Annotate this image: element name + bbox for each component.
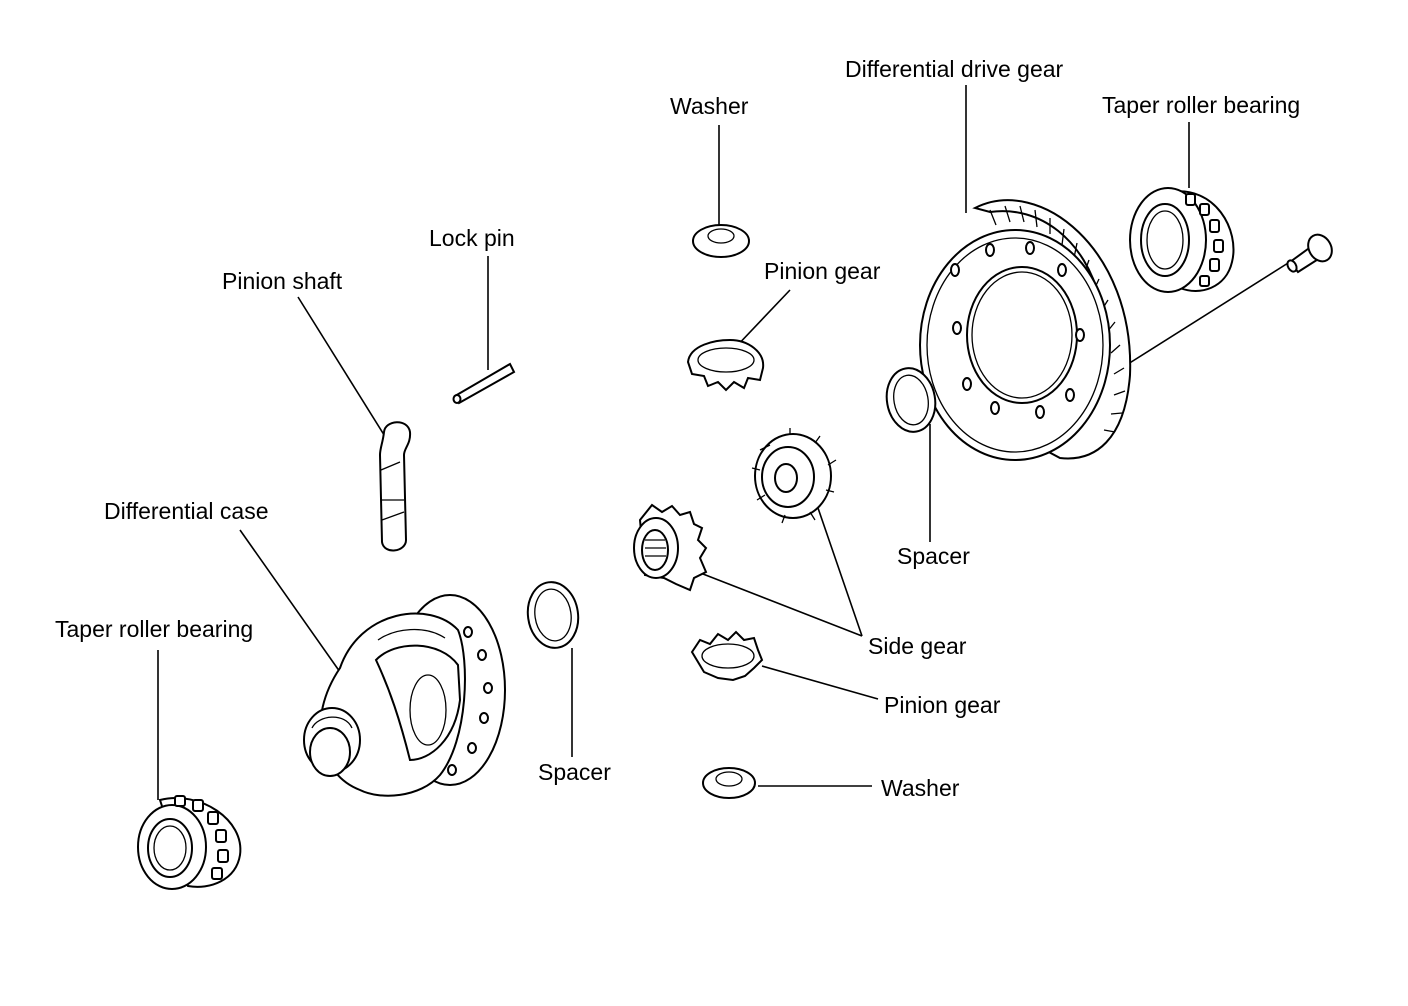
differential-drive-gear [919,199,1132,461]
pinion-gear-top-body [686,338,765,392]
taper-roller-bearing-left [137,795,242,890]
spacer-right [885,367,937,433]
case-flange-holes [447,626,493,776]
leader-bolt [1127,257,1297,365]
taper-roller-bearing-right [1129,187,1235,293]
label-pinion-shaft: Pinion shaft [222,268,343,294]
label-pinion-gear-bottom: Pinion gear [884,692,1001,718]
side-gear-lower-bore [641,529,669,571]
drive-gear-bolt-holes [950,241,1085,419]
leader-side-gear-upper [817,507,863,637]
label-differential-case: Differential case [104,498,269,524]
bearing-right-rollers [1185,193,1224,287]
ring-gear-bolt [1286,233,1333,274]
leader-pinion-gear-top [732,289,791,351]
label-lock-pin: Lock pin [429,225,515,251]
label-taper-roller-bearing-left: Taper roller bearing [55,616,253,642]
washer-top-outer [692,224,750,258]
washer-bottom-outer [702,767,756,799]
lock-pin-body [453,362,516,405]
side-gear-lower [633,503,708,592]
spacer-left [526,581,580,649]
drive-gear-bore [966,266,1078,404]
bearing-right-bore [1140,203,1190,277]
side-gear-upper [751,428,837,524]
label-washer-top: Washer [670,93,749,119]
pinion-gear-bottom [690,630,764,682]
label-spacer-left: Spacer [538,759,611,785]
differential-case [303,594,506,797]
leader-side-gear-lower [702,573,863,637]
washer-top [692,224,750,258]
label-taper-roller-bearing-right: Taper roller bearing [1102,92,1300,118]
pinion-gear-bottom-body [690,630,764,682]
leader-lines [157,85,1297,800]
lock-pin [452,362,516,405]
bearing-left-bore [147,818,193,878]
bearing-left-rollers [174,795,229,880]
leader-pinion-gear-bottom [761,665,879,700]
leader-pinion-shaft [297,296,387,439]
pinion-shaft-body [378,421,412,552]
label-differential-drive-gear: Differential drive gear [845,56,1064,82]
label-spacer-right: Spacer [897,543,970,569]
washer-bottom [702,767,756,799]
label-pinion-gear-top: Pinion gear [764,258,881,284]
label-side-gear: Side gear [868,633,967,659]
pinion-shaft [378,421,412,552]
label-washer-bottom: Washer [881,775,960,801]
pinion-gear-top [686,338,765,392]
bolt-head [1307,233,1333,263]
side-gear-upper-bore [774,463,798,493]
case-window [374,644,462,762]
case-hub-bore [309,727,351,777]
leader-differential-case [239,529,341,673]
